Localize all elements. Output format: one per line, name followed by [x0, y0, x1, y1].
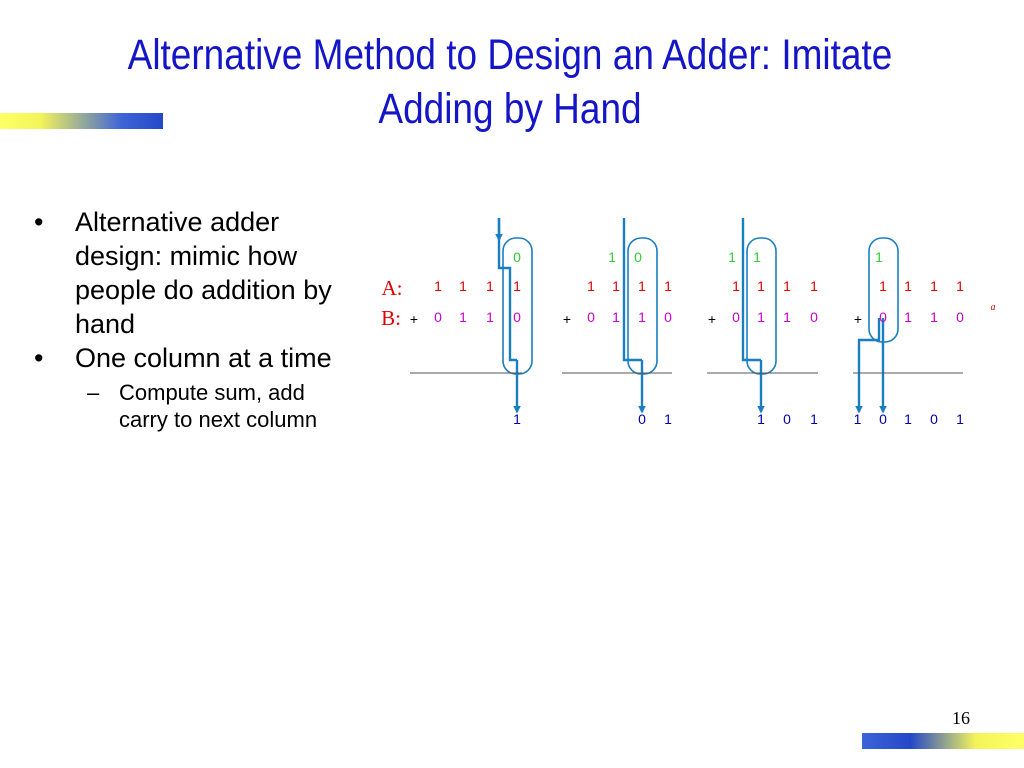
sum-digit: 1 [904, 411, 912, 427]
bullet-mark: • [34, 207, 44, 237]
digit-b: 1 [904, 309, 912, 325]
decorative-bar-bottom [862, 733, 1024, 749]
digit-b: 0 [732, 309, 740, 325]
slide-title: Alternative Method to Design an Adder: I… [106, 28, 914, 136]
carry-digit: 0 [513, 249, 521, 265]
sum-digit: 1 [854, 411, 862, 427]
digit-b: 0 [956, 309, 964, 325]
sub-bullet-item: – Compute sum, add carry to next column [34, 379, 344, 433]
digit-b: 0 [513, 309, 521, 325]
sum-digit: 1 [956, 411, 964, 427]
page-number: 16 [952, 708, 970, 728]
sub-bullet-text: Compute sum, add carry to next column [119, 380, 318, 432]
digit-b: 1 [486, 309, 494, 325]
carry-digit: 1 [875, 249, 883, 265]
digit-a: 1 [732, 278, 740, 294]
digit-b: 1 [459, 309, 467, 325]
sum-digit: 1 [810, 411, 818, 427]
digit-a: 1 [930, 278, 938, 294]
carry-path [741, 218, 761, 362]
digit-a: 1 [757, 278, 765, 294]
carry-digit: 0 [634, 249, 642, 265]
sum-digit: 0 [879, 411, 887, 427]
carry-path [497, 218, 517, 362]
digit-b: 1 [783, 309, 791, 325]
title-line-2: Adding by Hand [378, 85, 642, 133]
plus-sign: + [563, 311, 571, 327]
digit-a: 1 [956, 278, 964, 294]
sum-digit: 0 [783, 411, 791, 427]
row-label-a: A: [382, 276, 403, 300]
digit-a: 1 [612, 278, 620, 294]
digit-a: 1 [904, 278, 912, 294]
digit-b: 0 [587, 309, 595, 325]
digit-a: 1 [810, 278, 818, 294]
row-label-b: B: [381, 306, 401, 330]
sum-digit: 1 [513, 411, 521, 427]
digit-a: 1 [879, 278, 887, 294]
bullet-text: Alternative adder design: mimic how peop… [75, 207, 332, 339]
digit-a: 1 [587, 278, 595, 294]
digit-b: 0 [434, 309, 442, 325]
column-loop [627, 237, 658, 375]
plus-sign: + [708, 311, 716, 327]
sum-digit: 0 [638, 411, 646, 427]
bullet-mark: • [34, 343, 44, 373]
sum-digit: 1 [757, 411, 765, 427]
digit-b: 1 [930, 309, 938, 325]
title-line-1: Alternative Method to Design an Adder: I… [127, 31, 893, 79]
digit-a: 1 [513, 278, 521, 294]
final-carry-arrow [855, 318, 881, 414]
sum-digit: 1 [664, 411, 672, 427]
carry-path [622, 218, 642, 362]
carry-digit: 1 [728, 249, 736, 265]
digit-b: 1 [757, 309, 765, 325]
digit-b: 1 [638, 309, 646, 325]
sub-bullet-mark: – [87, 380, 100, 405]
decorative-bar-top [0, 113, 163, 129]
digit-b: 0 [810, 309, 818, 325]
digit-a: 1 [783, 278, 791, 294]
digit-a: 1 [459, 278, 467, 294]
digit-b: 0 [664, 309, 672, 325]
carry-digit: 1 [608, 249, 616, 265]
bullet-text: One column at a time [75, 343, 332, 373]
column-loop [746, 237, 777, 375]
bullet-item: • One column at a time [34, 341, 344, 375]
digit-b: 1 [612, 309, 620, 325]
digit-a: 1 [638, 278, 646, 294]
sum-digit: 0 [930, 411, 938, 427]
bullet-item: • Alternative adder design: mimic how pe… [34, 205, 344, 341]
plus-sign: + [410, 311, 418, 327]
digit-a: 1 [434, 278, 442, 294]
footnote-mark: a [991, 302, 996, 313]
carry-digit: 1 [753, 249, 761, 265]
digit-b: 0 [879, 309, 887, 325]
digit-a: 1 [664, 278, 672, 294]
digit-a: 1 [486, 278, 494, 294]
plus-sign: + [854, 311, 862, 327]
bullet-list: • Alternative adder design: mimic how pe… [34, 205, 344, 433]
